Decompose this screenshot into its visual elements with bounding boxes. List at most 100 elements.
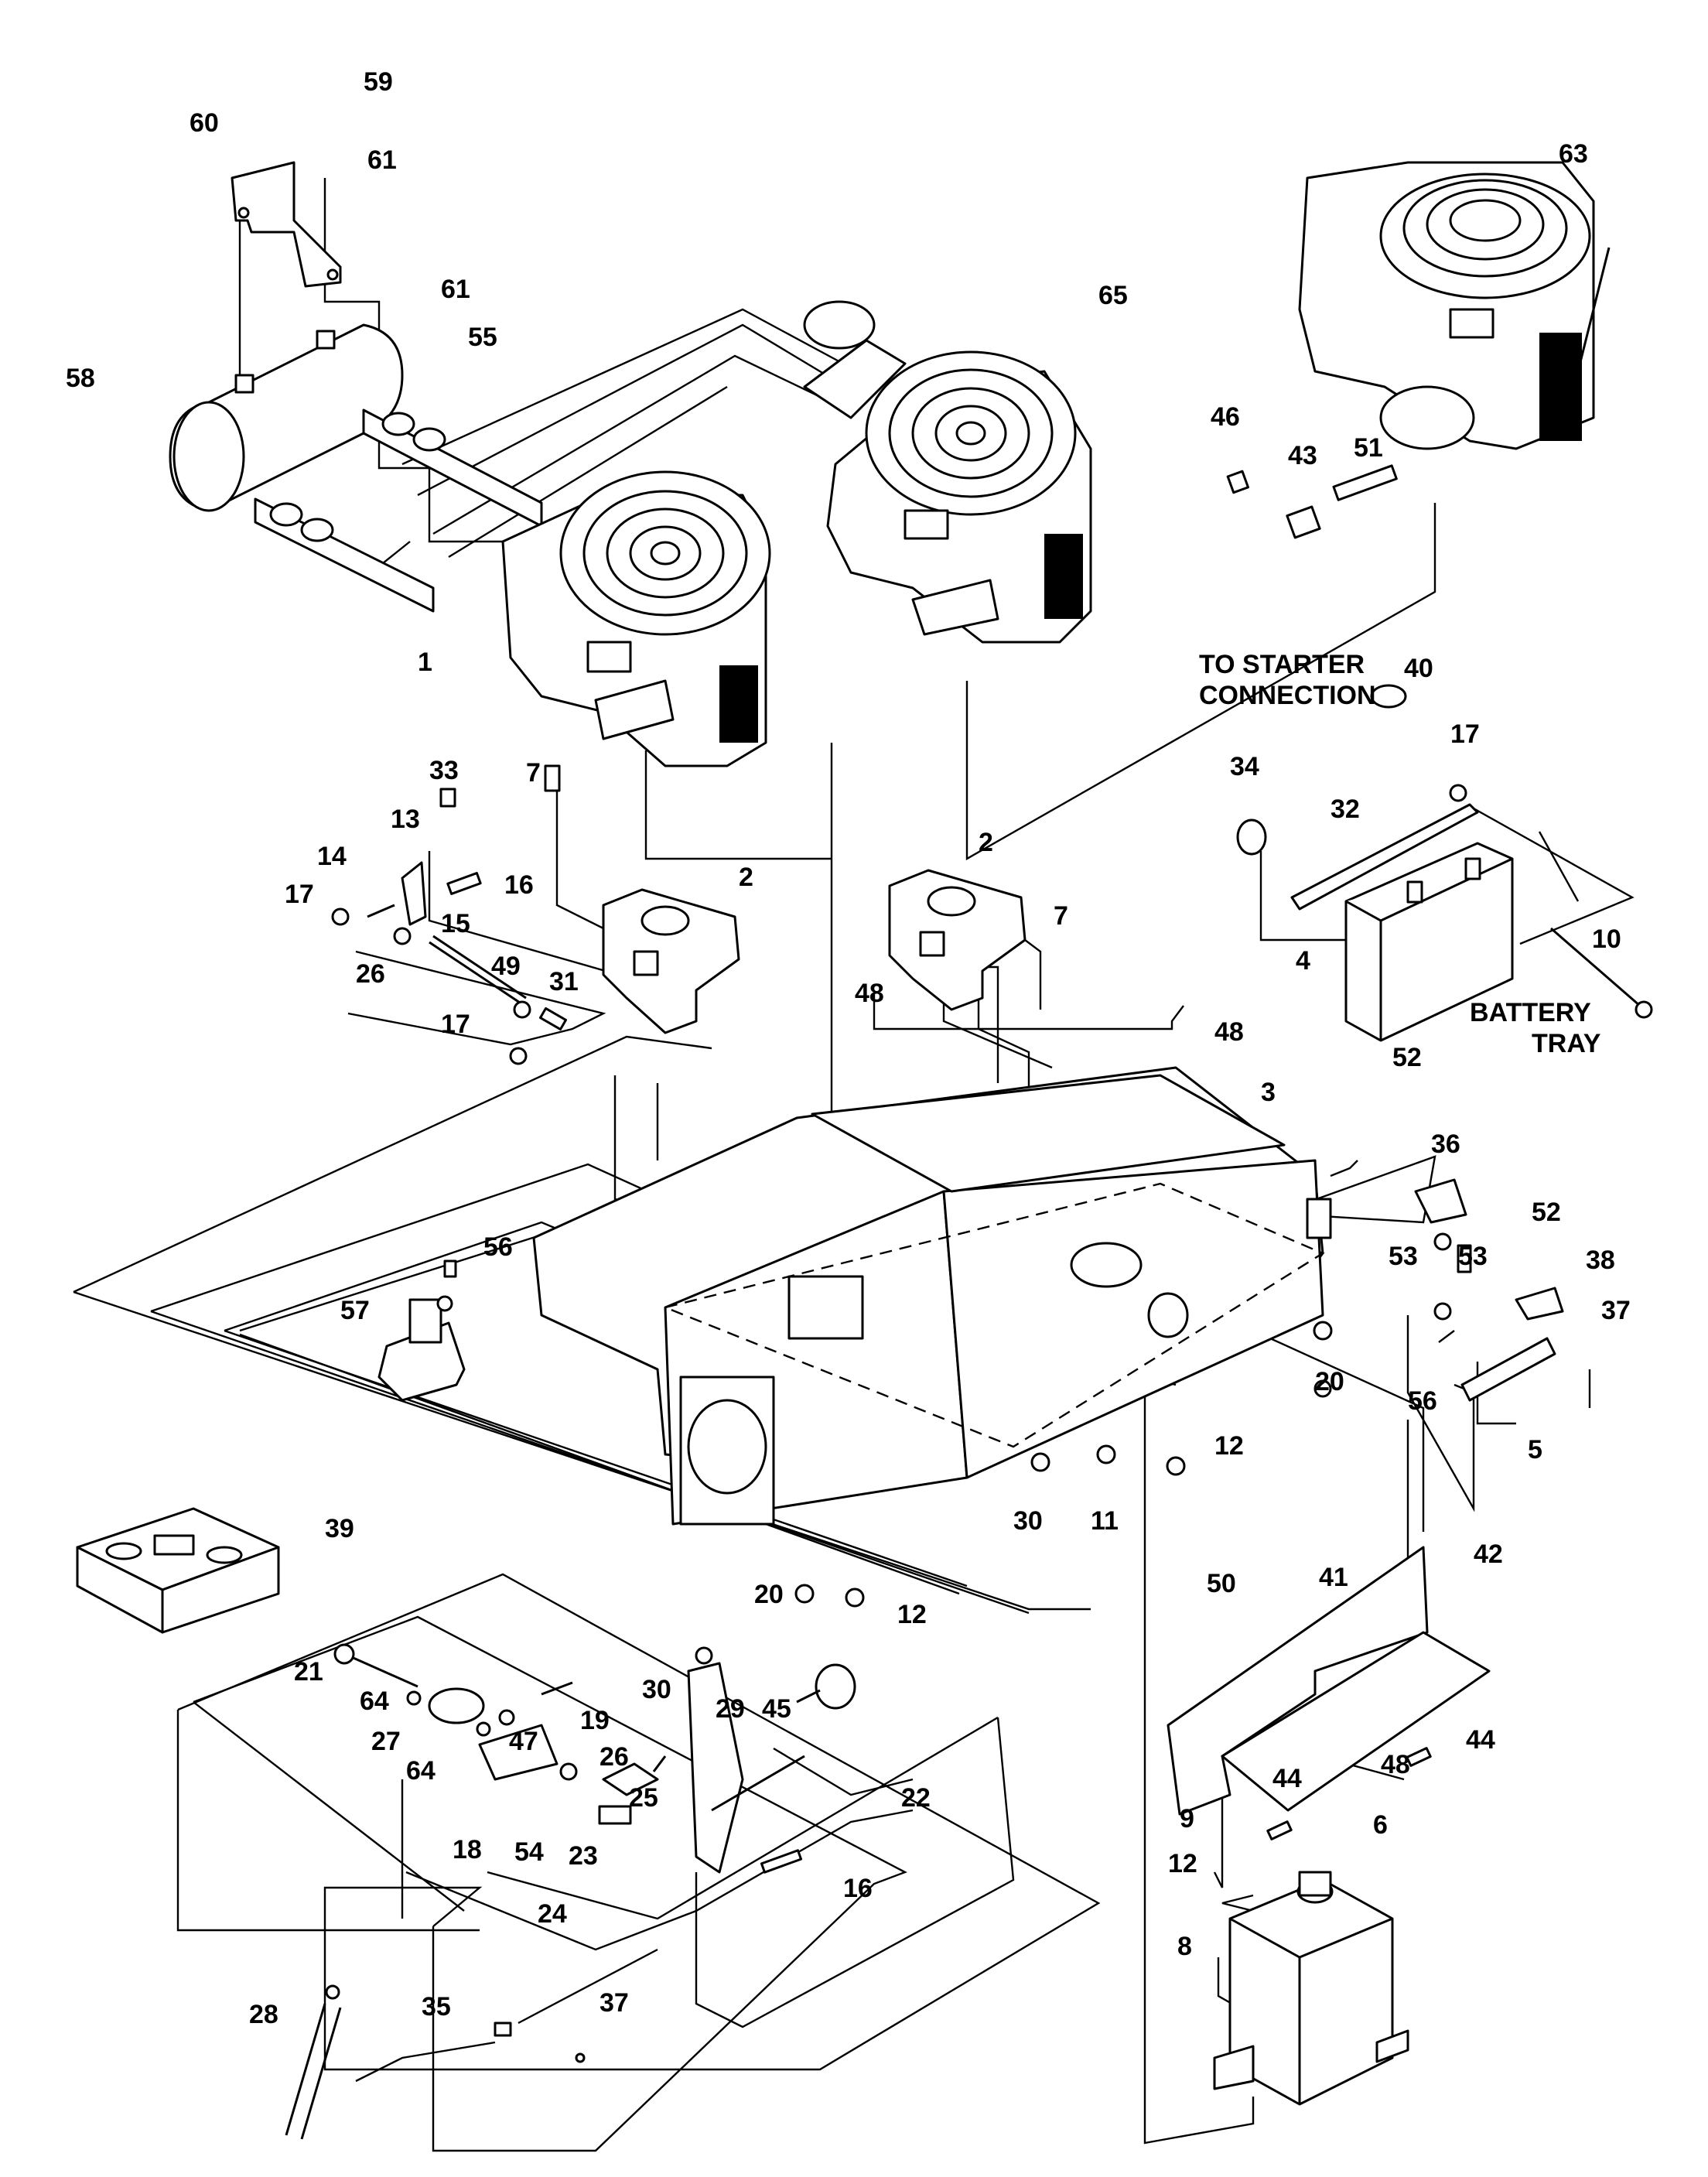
callout-12: 12 bbox=[1168, 1849, 1197, 1878]
callout-58: 58 bbox=[66, 364, 95, 393]
callout-17: 17 bbox=[285, 880, 314, 909]
callout-44: 44 bbox=[1466, 1725, 1495, 1755]
callout-11: 11 bbox=[1091, 1506, 1119, 1536]
callout-2: 2 bbox=[739, 863, 753, 892]
part-engine-3 bbox=[1298, 161, 1611, 450]
diagram-notes: TO STARTER CONNECTION BATTERY TRAY bbox=[1199, 650, 1601, 1058]
part-engine-2 bbox=[803, 300, 1092, 644]
callout-60: 60 bbox=[190, 108, 219, 138]
callout-33: 33 bbox=[429, 756, 459, 785]
callout-13: 13 bbox=[391, 805, 420, 834]
callout-8: 8 bbox=[1177, 1932, 1192, 1961]
callout-22: 22 bbox=[901, 1783, 931, 1813]
callout-56: 56 bbox=[1408, 1386, 1437, 1416]
callout-48: 48 bbox=[1214, 1017, 1244, 1047]
callout-65: 65 bbox=[1098, 281, 1128, 310]
callout-31: 31 bbox=[549, 967, 579, 996]
part-exhaust-pipes bbox=[254, 408, 543, 613]
callout-42: 42 bbox=[1474, 1540, 1503, 1569]
callout-37: 37 bbox=[1601, 1296, 1631, 1325]
callout-48: 48 bbox=[855, 979, 884, 1008]
callout-20: 20 bbox=[1315, 1367, 1344, 1396]
part-engine-1 bbox=[501, 470, 771, 767]
callout-21: 21 bbox=[294, 1657, 323, 1687]
note-starter-line2: CONNECTION bbox=[1199, 681, 1376, 710]
callout-9: 9 bbox=[1180, 1804, 1194, 1834]
callout-46: 46 bbox=[1211, 402, 1240, 432]
part-battery-hold-down bbox=[1236, 684, 1479, 911]
callout-2: 2 bbox=[979, 828, 993, 857]
callout-45: 45 bbox=[762, 1694, 791, 1724]
part-main-frame bbox=[532, 1066, 1332, 1526]
callout-4: 4 bbox=[1296, 946, 1310, 976]
callout-27: 27 bbox=[371, 1727, 401, 1756]
note-battery-line1: BATTERY bbox=[1470, 998, 1591, 1027]
callout-20: 20 bbox=[754, 1580, 784, 1609]
part-right-brackets bbox=[1313, 1178, 1564, 1402]
callout-30: 30 bbox=[642, 1675, 671, 1704]
callout-52: 52 bbox=[1392, 1043, 1422, 1072]
callout-34: 34 bbox=[1230, 752, 1259, 781]
note-battery-line2: TRAY bbox=[1532, 1029, 1601, 1058]
callout-15: 15 bbox=[441, 909, 470, 938]
callout-3: 3 bbox=[1261, 1078, 1276, 1107]
callout-40: 40 bbox=[1404, 654, 1433, 683]
callout-41: 41 bbox=[1319, 1563, 1348, 1592]
callout-48: 48 bbox=[1381, 1750, 1410, 1779]
part-throttle-linkage bbox=[331, 764, 567, 1065]
callout-64: 64 bbox=[360, 1687, 389, 1716]
callout-56: 56 bbox=[483, 1232, 513, 1262]
callout-12: 12 bbox=[897, 1600, 927, 1629]
callout-5: 5 bbox=[1528, 1435, 1542, 1464]
callout-23: 23 bbox=[569, 1841, 598, 1871]
part-fittings bbox=[1226, 464, 1398, 539]
callout-7: 7 bbox=[1054, 901, 1068, 931]
callout-7: 7 bbox=[526, 758, 541, 788]
callout-44: 44 bbox=[1272, 1764, 1302, 1793]
callout-16: 16 bbox=[504, 870, 534, 900]
part-solenoid bbox=[377, 1259, 466, 1402]
callout-26: 26 bbox=[600, 1742, 629, 1772]
part-muffler bbox=[169, 323, 404, 512]
part-tank-bracket bbox=[1167, 1546, 1491, 1840]
callout-59: 59 bbox=[364, 67, 393, 97]
callout-35: 35 bbox=[422, 1992, 451, 2022]
callout-29: 29 bbox=[716, 1694, 745, 1724]
callout-49: 49 bbox=[491, 952, 521, 981]
callout-labels: 59 60 61 61 55 58 65 63 46 43 51 1 40 17… bbox=[66, 67, 1631, 2029]
part-muffler-bracket bbox=[231, 161, 342, 288]
callout-32: 32 bbox=[1331, 795, 1360, 824]
callout-30: 30 bbox=[1013, 1506, 1043, 1536]
callout-12: 12 bbox=[1214, 1431, 1244, 1461]
callout-50: 50 bbox=[1207, 1569, 1236, 1598]
callout-47: 47 bbox=[509, 1727, 538, 1756]
callout-63: 63 bbox=[1559, 139, 1588, 169]
callout-61: 61 bbox=[367, 145, 397, 175]
callout-17: 17 bbox=[441, 1010, 470, 1039]
callout-57: 57 bbox=[340, 1296, 370, 1325]
callout-61: 61 bbox=[441, 275, 470, 304]
part-carburetor-2 bbox=[888, 869, 1027, 1011]
callout-24: 24 bbox=[538, 1899, 567, 1929]
callout-39: 39 bbox=[325, 1514, 354, 1543]
callout-14: 14 bbox=[317, 842, 347, 871]
part-frame-nuts bbox=[794, 1321, 1333, 1608]
note-starter-line1: TO STARTER bbox=[1199, 650, 1365, 679]
callout-51: 51 bbox=[1354, 433, 1383, 463]
part-lower-linkage bbox=[285, 1643, 856, 2140]
callout-19: 19 bbox=[580, 1706, 610, 1735]
part-carburetor-1 bbox=[602, 888, 740, 1034]
part-battery-rod bbox=[1550, 927, 1653, 1019]
callout-53: 53 bbox=[1458, 1242, 1488, 1271]
callout-10: 10 bbox=[1592, 924, 1621, 954]
part-battery bbox=[1344, 842, 1514, 1042]
callout-16: 16 bbox=[843, 1874, 873, 1903]
callout-28: 28 bbox=[249, 2000, 278, 2029]
callout-36: 36 bbox=[1431, 1130, 1460, 1159]
callout-54: 54 bbox=[514, 1837, 544, 1867]
callout-43: 43 bbox=[1288, 441, 1317, 470]
callout-55: 55 bbox=[468, 323, 497, 352]
callout-6: 6 bbox=[1373, 1810, 1388, 1840]
